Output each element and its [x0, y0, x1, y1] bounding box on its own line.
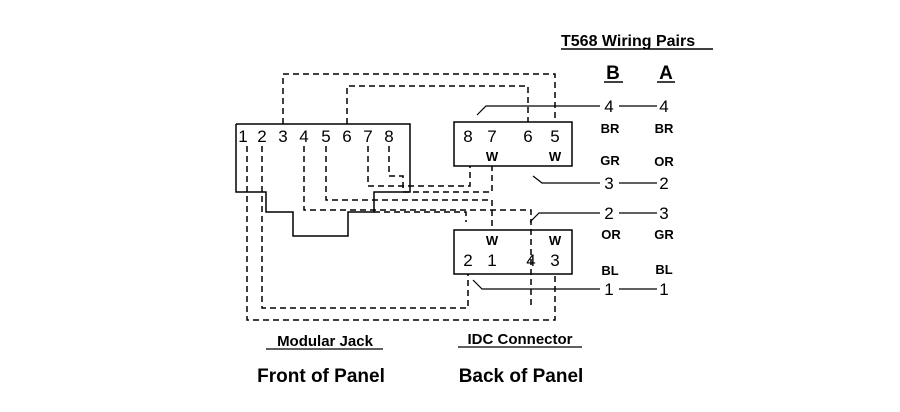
idc-upper-block: [453, 121, 573, 167]
wire-jog-idc-lower: [374, 211, 467, 222]
leader-pair-4: [476, 105, 600, 116]
pair4-b-color: BL: [601, 263, 618, 278]
wire-jack8-idc7: [388, 146, 493, 193]
modular-jack-outline: [235, 123, 411, 237]
pair2-b-number: 3: [604, 174, 613, 193]
column-a-label: A: [659, 63, 673, 84]
idc-upper-pin-7: 7: [487, 127, 496, 146]
pair4-a-color: BL: [655, 262, 672, 277]
leader-lines: [472, 105, 657, 290]
leader-pair-1: [472, 279, 600, 290]
wire-jack1-idc2: [246, 146, 556, 321]
leader-pair-3: [532, 175, 600, 184]
idc-upper-w-right: W: [549, 149, 562, 164]
idc-upper-pin-8: 8: [463, 127, 472, 146]
pair2-b-color: GR: [600, 153, 620, 168]
wire-jack6-idc5: [346, 85, 529, 124]
jack-pin-8: 8: [384, 127, 393, 146]
jack-pin-2: 2: [257, 127, 266, 146]
back-of-panel-caption: Back of Panel: [459, 366, 584, 387]
pair3-a-color: GR: [654, 227, 674, 242]
pair3-b-number: 2: [604, 204, 613, 223]
idc-lower-w-right: W: [549, 233, 562, 248]
header-title: T568 Wiring Pairs: [561, 33, 695, 50]
pair1-b-number: 4: [604, 97, 613, 116]
pair-table: 4 4 BR BR GR OR 3 2 2 3 OR GR BL BL 1 1: [600, 97, 674, 299]
pair1-a-color: BR: [655, 121, 674, 136]
pair4-a-number: 1: [659, 280, 668, 299]
wire-jack2-idc3: [261, 146, 469, 309]
pair1-a-number: 4: [659, 97, 668, 116]
idc-lower-pin-1: 1: [487, 251, 496, 270]
dashed-wires: [246, 73, 556, 321]
jack-pin-5: 5: [321, 127, 330, 146]
jack-pin-3: 3: [278, 127, 287, 146]
pair3-a-number: 3: [659, 204, 668, 223]
pair4-b-number: 1: [604, 280, 613, 299]
pair2-a-number: 2: [659, 174, 668, 193]
wire-jack3-idc6: [282, 73, 556, 124]
pair1-b-color: BR: [601, 121, 620, 136]
wire-jack5-idc1: [325, 146, 493, 230]
jack-pin-4: 4: [299, 127, 308, 146]
front-of-panel-caption: Front of Panel: [257, 366, 385, 387]
modular-jack: [235, 123, 411, 237]
pair2-a-color: OR: [654, 154, 674, 169]
idc-lower-w-left: W: [486, 233, 499, 248]
jack-pin-1: 1: [238, 127, 247, 146]
idc-upper-pin-6: 6: [523, 127, 532, 146]
leader-pair-2: [529, 212, 600, 223]
idc-label: IDC Connector: [468, 331, 573, 348]
wire-jack7-idc8: [367, 146, 471, 187]
idc-lower-block: [453, 229, 573, 275]
idc-upper-w-left: W: [486, 149, 499, 164]
modular-jack-pins: 1 2 3 4 5 6 7 8: [238, 127, 393, 146]
jack-pin-6: 6: [342, 127, 351, 146]
idc-lower-pin-3: 3: [550, 251, 559, 270]
modular-jack-label: Modular Jack: [277, 333, 374, 350]
idc-lower-pin-2: 2: [463, 251, 472, 270]
pair3-b-color: OR: [601, 227, 621, 242]
column-b-label: B: [606, 63, 620, 84]
jack-pin-7: 7: [363, 127, 372, 146]
wire-jack4-idc4: [303, 146, 532, 306]
idc-upper-pin-5: 5: [550, 127, 559, 146]
